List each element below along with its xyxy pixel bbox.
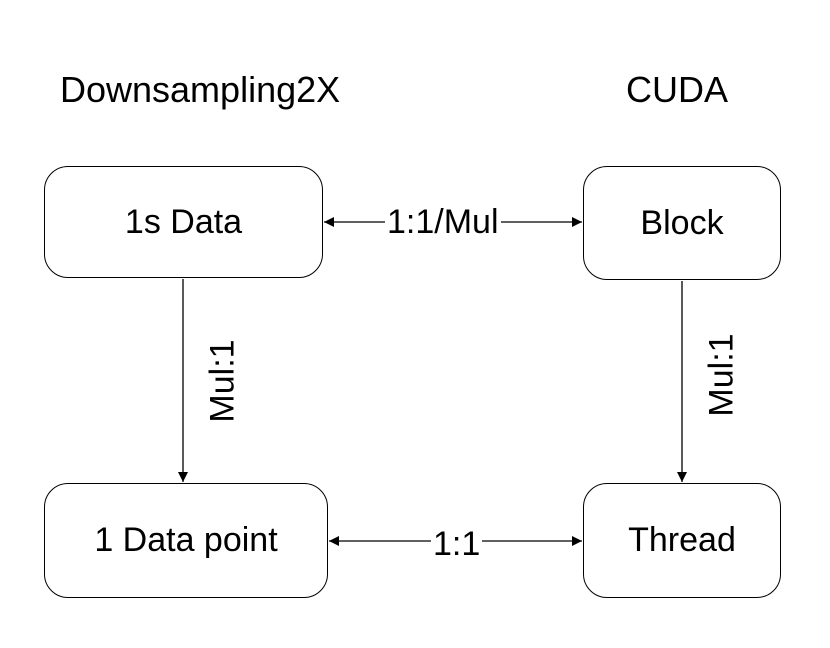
edge-left-label: Mul:1 <box>203 339 242 423</box>
heading-cuda: CUDA <box>626 69 729 110</box>
node-1-data-point-label: 1 Data point <box>94 521 278 559</box>
node-1s-data-label: 1s Data <box>124 202 243 241</box>
node-thread-label: Thread <box>628 521 736 559</box>
node-1-data-point: 1 Data point <box>44 483 328 598</box>
node-block: Block <box>583 166 781 280</box>
node-1s-data: 1s Data <box>44 166 323 278</box>
edge-bottom-label: 1:1 <box>431 525 483 563</box>
edge-top-label: 1:1/Mul <box>385 203 501 241</box>
edge-right-label: Mul:1 <box>702 333 741 417</box>
node-thread: Thread <box>583 483 781 598</box>
heading-downsampling: Downsampling2X <box>60 69 341 110</box>
node-block-label: Block <box>640 203 724 242</box>
